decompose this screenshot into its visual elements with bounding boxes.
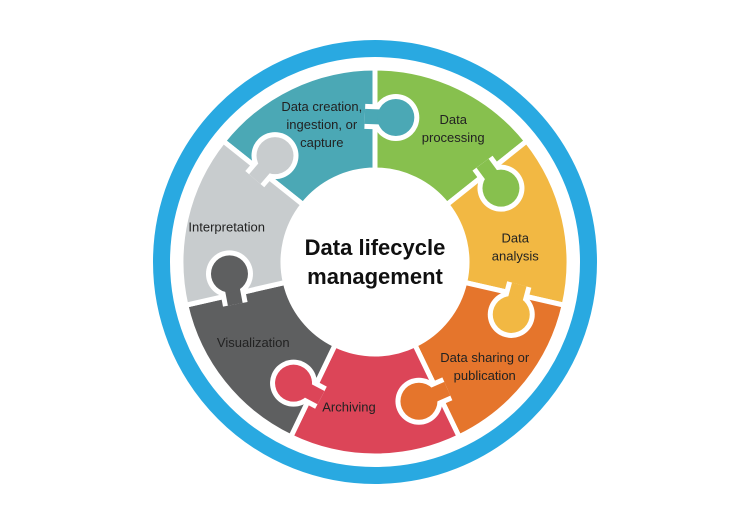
segment-label-data-processing: Data processing [422,112,485,145]
segment-label-line: Data creation, [281,99,362,114]
segment-label-line: capture [300,135,343,150]
segment-label-line: publication [454,368,516,383]
segment-label-line: Data [439,112,467,127]
segment-label-archiving: Archiving [322,400,375,415]
segment-label-line: ingestion, or [286,117,357,132]
segment-label-visualization: Visualization [217,335,290,350]
segment-label-line: processing [422,130,485,145]
segment-label-line: analysis [492,249,539,264]
segment-label-line: Interpretation [188,220,265,235]
diagram-title-line1: Data lifecycle [305,235,446,260]
segment-label-data-sharing: Data sharing or publication [440,350,530,383]
segment-label-line: Data sharing or [440,350,530,365]
tab-knob-interpretation [256,137,294,175]
segment-label-line: Archiving [322,400,375,415]
segment-label-interpretation: Interpretation [188,220,265,235]
tab-knob-archiving [275,364,313,402]
segment-archiving [288,342,462,459]
outer-ring-circle [153,40,597,484]
tab-knob-data-processing [482,169,520,207]
puzzle-tabs-layer [205,93,535,425]
diagram-title-line2: management [307,264,443,289]
segment-label-line: Data [502,231,530,246]
tab-knob-data-analysis [492,295,530,333]
tab-knob-data-creation [377,98,415,136]
segment-label-data-creation: Data creation, ingestion, or capture [281,99,362,150]
segment-label-data-analysis: Data analysis [492,231,539,264]
tab-knob-data-sharing [400,382,438,420]
segment-label-line: Visualization [217,335,290,350]
tab-knob-visualization [210,255,248,293]
segment-data-analysis [444,138,572,308]
